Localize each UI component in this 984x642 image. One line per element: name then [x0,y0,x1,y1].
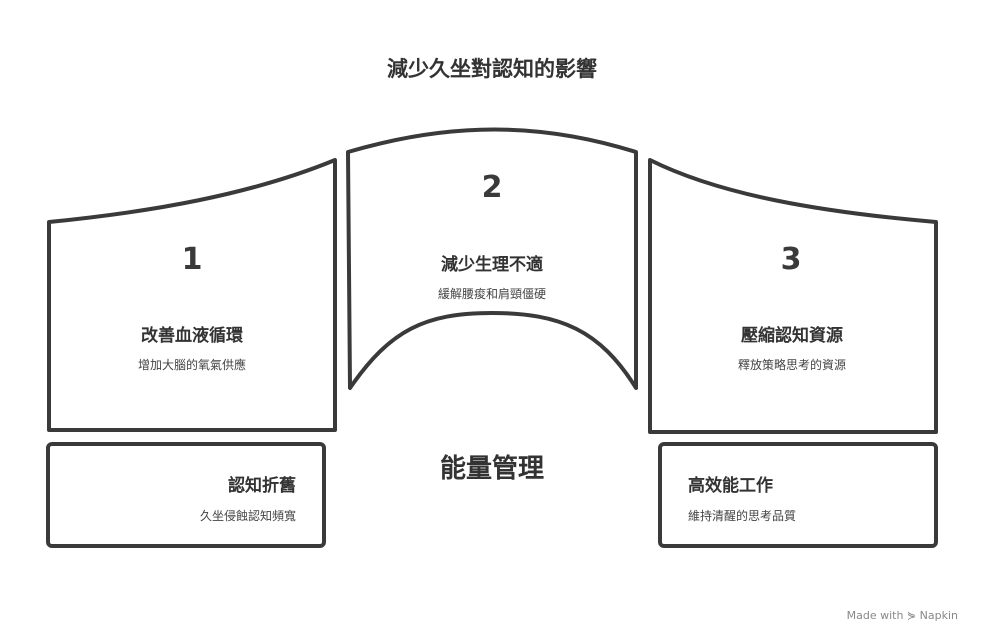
outcome-right-heading: 高效能工作 [688,476,773,496]
step-3-description: 釋放策略思考的資源 [737,358,846,372]
step-1-heading: 改善血液循環 [141,326,243,346]
step-1-number: 1 [181,242,203,277]
step-2-description: 緩解腰痠和肩頸僵硬 [437,287,546,301]
outcome-left-description: 久坐侵蝕認知頻寬 [199,509,296,523]
outcome-left-heading: 認知折舊 [228,476,296,496]
step-1-box [47,158,337,432]
step-3-box [648,158,938,434]
step-2-heading: 減少生理不適 [441,255,543,275]
step-2-arch [346,127,638,390]
step-1-description: 增加大腦的氧氣供應 [137,358,246,372]
step-2-number: 2 [481,170,503,205]
outcome-right-box [658,442,938,548]
napkin-watermark: Made with ⋟ Napkin [846,609,958,622]
outcome-right-description: 維持清醒的思考品質 [688,509,797,523]
outcome-left-box [46,442,326,548]
step-3-number: 3 [780,242,802,277]
step-3-heading: 壓縮認知資源 [741,326,843,346]
center-label: 能量管理 [439,454,544,484]
diagram-title: 減少久坐對認知的影響 [387,57,597,81]
